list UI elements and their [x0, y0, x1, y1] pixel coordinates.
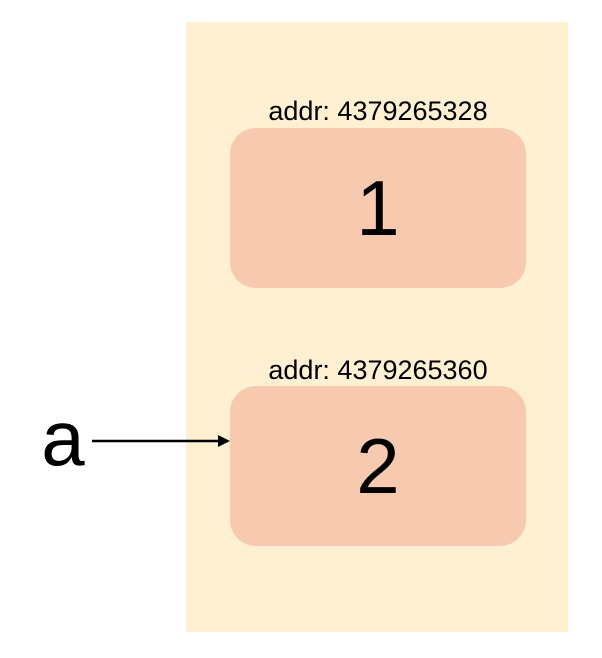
cell-2-address-label: addr: 4379265360: [268, 355, 488, 385]
pointer-arrow-head: [218, 435, 230, 447]
variable-name-label: a: [41, 394, 85, 482]
cell-1-box: 1: [230, 128, 526, 288]
cell-2-box: 2: [230, 386, 526, 546]
cell-1-value: 1: [356, 164, 400, 252]
cell-2-value: 2: [356, 422, 400, 510]
cell-1-address-label: addr: 4379265328: [268, 96, 488, 126]
